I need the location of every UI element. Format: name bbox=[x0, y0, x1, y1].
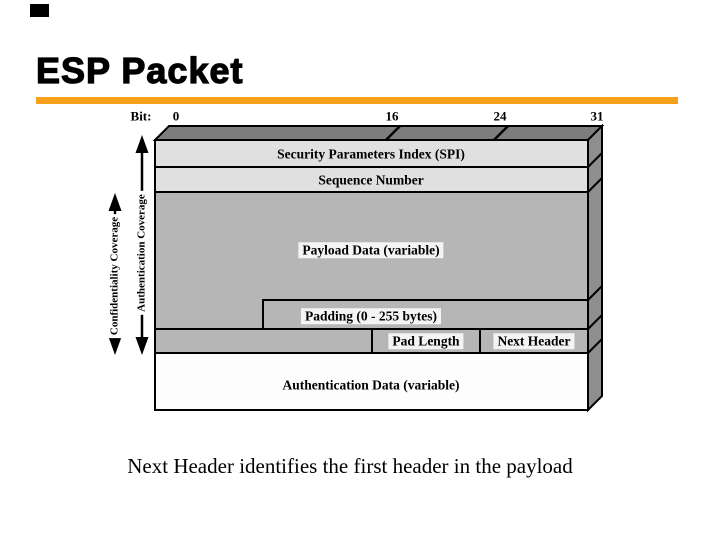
confidentiality-coverage-label: Confidentiality Coverage bbox=[107, 213, 123, 339]
caption-text: Next Header identifies the first header … bbox=[127, 454, 573, 478]
authentication-coverage-label: Authentication Coverage bbox=[134, 191, 150, 315]
corner-mark bbox=[30, 4, 49, 17]
bit-scale-label: Bit: bbox=[130, 108, 152, 124]
spi-field-label: Security Parameters Index (SPI) bbox=[277, 146, 465, 162]
auth-data-field-label: Authentication Data (variable) bbox=[282, 377, 460, 393]
box-side-face bbox=[587, 123, 603, 413]
bit-tick-0: 0 bbox=[172, 108, 180, 124]
side-sep-4 bbox=[587, 314, 603, 330]
bit-tick-31: 31 bbox=[590, 108, 604, 124]
bit-tick-16: 16 bbox=[385, 108, 399, 124]
side-sep-5 bbox=[587, 338, 603, 354]
sequence-field-label: Sequence Number bbox=[318, 172, 424, 188]
side-sep-2 bbox=[587, 177, 603, 193]
payload-region-rect bbox=[154, 191, 589, 330]
box-top-face bbox=[152, 125, 605, 141]
side-sep-3 bbox=[587, 285, 603, 301]
page-title: ESP Packet bbox=[35, 49, 244, 91]
sequence-row-rect bbox=[154, 166, 589, 193]
accent-bar bbox=[36, 97, 678, 104]
bit24-tick bbox=[493, 125, 509, 141]
padding-field-label: Padding (0 - 255 bytes) bbox=[300, 308, 442, 324]
bit16-tick bbox=[385, 125, 401, 141]
payload-field-label: Payload Data (variable) bbox=[298, 242, 444, 258]
side-sep-1 bbox=[587, 152, 603, 168]
bit-tick-24: 24 bbox=[493, 108, 507, 124]
next-header-field-label: Next Header bbox=[493, 333, 575, 349]
padding-step-outline bbox=[262, 299, 588, 329]
pad-length-field-label: Pad Length bbox=[388, 333, 464, 349]
auth-data-row-rect bbox=[154, 352, 589, 411]
